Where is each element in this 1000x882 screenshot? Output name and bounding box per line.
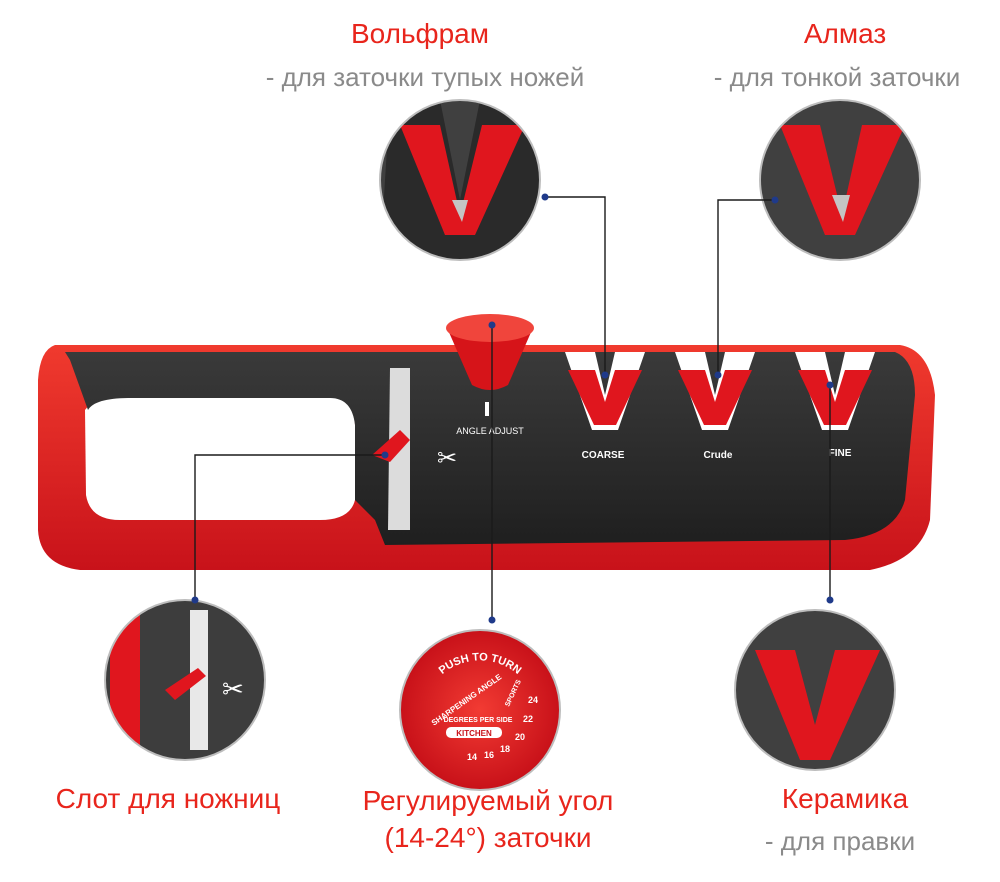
dial-kitchen-band xyxy=(446,727,502,738)
ceramic-title: Керамика xyxy=(781,783,909,814)
crude-text: Crude xyxy=(704,450,733,461)
leader-scissors xyxy=(194,454,385,600)
dial-angle-20: 20 xyxy=(515,732,525,742)
ceramic-desc: - для правки xyxy=(764,826,916,856)
zoom-scissors-icon: ✂ xyxy=(222,675,244,705)
angle-indicator xyxy=(485,402,489,416)
angle-title-line2: (14-24°) заточки xyxy=(384,822,592,853)
diamond-desc: - для тонкой заточки xyxy=(713,62,961,92)
leader-diamond xyxy=(717,199,775,375)
diamond-title: Алмаз xyxy=(803,18,887,49)
dial-angle-18: 18 xyxy=(500,744,510,754)
v-slot-fine xyxy=(795,352,875,430)
scissors-slot-title: Слот для ножниц xyxy=(55,783,281,814)
angle-knob[interactable] xyxy=(446,314,534,390)
tungsten-desc: - для заточки тупых ножей xyxy=(265,62,585,92)
angle-dial: PUSH TO TURN SHARPENING ANGLE DEGREES PE… xyxy=(399,629,561,791)
dial-angle-numbers: 14 16 18 20 22 24 xyxy=(467,695,538,762)
dial-angle-22: 22 xyxy=(523,714,533,724)
sharpener-body: ✂ ANGLE ADJUST COARSE Crude FINE xyxy=(38,314,935,570)
zoom-diamond xyxy=(759,99,921,261)
scissors-icon: ✂ xyxy=(437,444,457,472)
handle-hole xyxy=(85,395,355,520)
dial-kitchen: KITCHEN xyxy=(456,729,492,738)
dial-angle-24: 24 xyxy=(528,695,538,705)
leader-lines xyxy=(194,196,831,620)
dial-angle-14: 14 xyxy=(467,752,477,762)
leader-tungsten xyxy=(545,196,606,375)
fine-text: FINE xyxy=(829,448,852,459)
zoom-ceramic xyxy=(734,609,896,771)
leader-dots xyxy=(191,193,834,624)
coarse-text: COARSE xyxy=(582,450,625,461)
tungsten-title: Вольфрам xyxy=(351,18,489,49)
dial-degrees-per-side: DEGREES PER SIDE xyxy=(444,717,513,724)
angle-adjust-text: ANGLE ADJUST xyxy=(456,426,524,436)
v-slot-crude xyxy=(675,352,755,430)
v-slot-coarse xyxy=(565,352,645,430)
scissors-blade xyxy=(372,430,410,462)
zoom-scissors-slot: ✂ xyxy=(104,599,266,761)
angle-title-line1: Регулируемый угол xyxy=(362,785,614,816)
dial-angle-16: 16 xyxy=(484,750,494,760)
zoom-tungsten xyxy=(379,99,541,261)
